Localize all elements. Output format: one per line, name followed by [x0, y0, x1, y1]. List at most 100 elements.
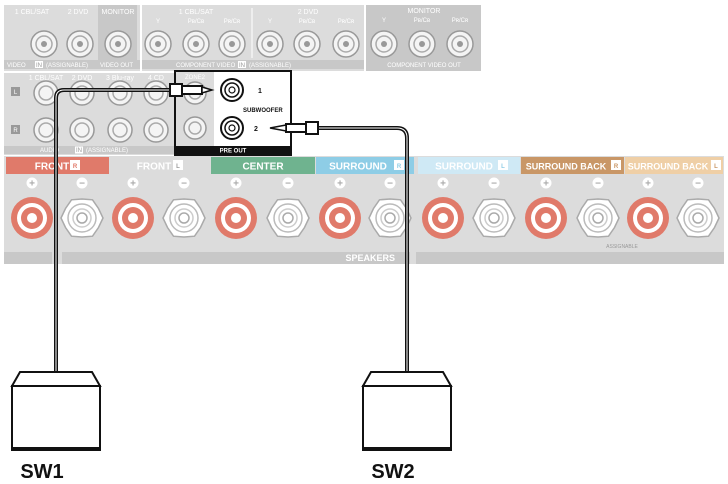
plus-marker-icon: [334, 177, 346, 189]
speaker-terminal-plus[interactable]: [215, 197, 257, 239]
subwoofer-2-label: 2: [254, 126, 258, 133]
pre-out-zone-label: ZONE2: [185, 75, 206, 81]
speaker-label-front-r: FRONT: [35, 162, 69, 173]
minus-sign: −: [181, 179, 187, 190]
minus-sign: −: [285, 179, 291, 190]
component-monitor-jack-1[interactable]: [370, 30, 398, 58]
speaker-terminal-minus[interactable]: [60, 198, 104, 238]
minus-sign: −: [491, 179, 497, 190]
video-in-jack-1[interactable]: [30, 30, 58, 58]
terminal-ring: [231, 213, 241, 223]
terminal-ring: [178, 212, 190, 224]
subwoofer-1-label: 1: [258, 88, 262, 95]
component-in-group-2: 2 DVD: [298, 9, 319, 16]
audio-left-badge: L: [14, 90, 18, 96]
speaker-terminal-plus[interactable]: [11, 197, 53, 239]
plus-marker-icon: [642, 177, 654, 189]
speaker-terminal-plus[interactable]: [422, 197, 464, 239]
component-monitor-jack-2[interactable]: [408, 30, 436, 58]
speaker-badge-surround-l: L: [501, 164, 505, 170]
audio-jack-l-2[interactable]: [69, 80, 95, 106]
video-in-panel: 1 CBL/SAT 2 DVD MONITOR VIDEO IN (ASSIGN…: [4, 5, 140, 71]
plus-marker-icon: [230, 177, 242, 189]
component-in-jack-2[interactable]: [182, 30, 210, 58]
component-in-ch-pb-2: Pʙ/Cʙ: [299, 19, 315, 25]
component-in-jack-3[interactable]: [218, 30, 246, 58]
speaker-terminal-minus[interactable]: [266, 198, 310, 238]
speaker-terminal-plus[interactable]: [112, 197, 154, 239]
speaker-terminal-minus[interactable]: [676, 198, 720, 238]
speaker-terminal-plus[interactable]: [319, 197, 361, 239]
speaker-terminal-plus[interactable]: [627, 197, 669, 239]
component-monitor-title: MONITOR: [408, 8, 441, 15]
component-monitor-panel: MONITOR Y Pʙ/Cʙ Pʀ/Cʀ COMPONENT VIDEO OU…: [366, 5, 481, 71]
speaker-label-center: CENTER: [242, 162, 284, 173]
audio-jack-l-4[interactable]: [143, 80, 169, 106]
speaker-bar-center: [211, 157, 315, 174]
component-monitor-ch-pb: Pʙ/Cʙ: [414, 18, 430, 24]
video-out-jack[interactable]: [104, 30, 132, 58]
component-in-ch-pr-2: Pʀ/Cʀ: [338, 19, 355, 25]
speaker-badge-front-r: R: [73, 164, 78, 170]
terminal-ring: [27, 213, 37, 223]
speaker-terminal-minus[interactable]: [576, 198, 620, 238]
speaker-badge-surround-r: R: [397, 164, 402, 170]
component-monitor-jack-3[interactable]: [446, 30, 474, 58]
video-monitor-label: MONITOR: [102, 9, 135, 16]
audio-jack-r-1[interactable]: [33, 117, 59, 143]
audio-in-badge: IN: [76, 148, 82, 154]
plus-sign: +: [645, 179, 651, 190]
subwoofer-sw1: SW1: [10, 371, 102, 483]
speaker-terminal-minus[interactable]: [472, 198, 516, 238]
minus-sign: −: [595, 179, 601, 190]
cable-sw1: [54, 83, 215, 372]
plus-marker-icon: [437, 177, 449, 189]
plus-marker-icon: [26, 177, 38, 189]
audio-jack-l-3[interactable]: [107, 80, 133, 106]
speaker-terminal-plus[interactable]: [525, 197, 567, 239]
terminal-ring: [384, 212, 396, 224]
audio-in-label-1: 1 CBL/SAT: [29, 75, 64, 82]
pre-out-label: PRE OUT: [220, 149, 247, 155]
component-in-jack-5[interactable]: [293, 30, 321, 58]
plus-marker-icon: [127, 177, 139, 189]
speakers-footer: SPEAKERS: [345, 253, 395, 263]
speaker-bar-surround-back-l: [625, 157, 723, 174]
terminal-ring: [128, 213, 138, 223]
speaker-bar-surround-r: [316, 157, 414, 174]
component-in-jack-6[interactable]: [332, 30, 360, 58]
audio-in-panel: 1 CBL/SAT 2 DVD 3 Blu-ray 4 CD L R AUDIO…: [4, 73, 174, 155]
speaker-badge-surround-back-r: R: [614, 164, 619, 170]
terminal-ring: [282, 212, 294, 224]
component-in-jack-1[interactable]: [144, 30, 172, 58]
component-in-jack-4[interactable]: [256, 30, 284, 58]
terminal-ring: [592, 212, 604, 224]
subwoofer-jack-2[interactable]: [220, 116, 244, 140]
audio-jack-r-3[interactable]: [107, 117, 133, 143]
plus-sign: +: [337, 179, 343, 190]
minus-sign: −: [387, 179, 393, 190]
audio-right-badge: R: [13, 128, 18, 134]
subwoofer-jack-1[interactable]: [220, 78, 244, 102]
terminal-ring: [541, 213, 551, 223]
component-in-ch-pr-1: Pʀ/Cʀ: [224, 19, 241, 25]
speaker-terminal-minus[interactable]: [368, 198, 412, 238]
terminal-ring: [643, 213, 653, 223]
component-in-ch-pb-1: Pʙ/Cʙ: [188, 19, 204, 25]
speaker-terminal-minus[interactable]: [162, 198, 206, 238]
speaker-terminals: +−+−+−+−+−+−+−: [11, 177, 720, 239]
minus-sign: −: [695, 179, 701, 190]
audio-jack-r-2[interactable]: [69, 117, 95, 143]
video-footer-label: VIDEO: [7, 63, 26, 69]
zone2-jack-r[interactable]: [183, 116, 207, 140]
audio-jack-r-4[interactable]: [143, 117, 169, 143]
speaker-label-surround-r: SURROUND: [329, 162, 387, 173]
video-in-label-2: 2 DVD: [68, 9, 89, 16]
video-in-jack-2[interactable]: [66, 30, 94, 58]
terminal-ring: [488, 212, 500, 224]
component-monitor-ch-y: Y: [382, 18, 386, 24]
component-in-group-1: 1 CBL/SAT: [179, 9, 214, 16]
minus-marker-icon: [76, 177, 88, 189]
plus-sign: +: [233, 179, 239, 190]
audio-in-footer: AUDIO: [40, 148, 59, 154]
